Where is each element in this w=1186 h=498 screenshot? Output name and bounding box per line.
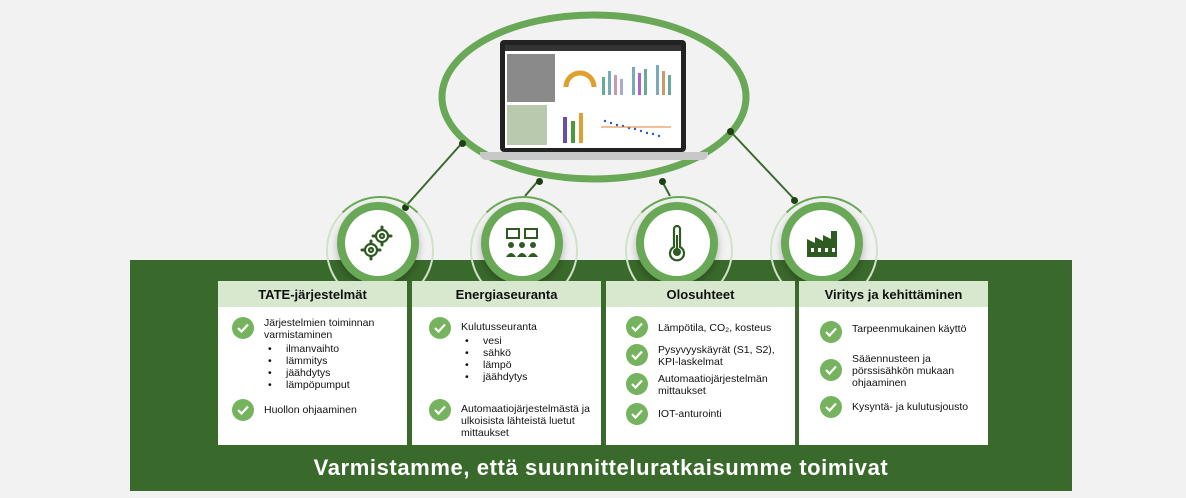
item-text: Kysyntä- ja kulutusjousto: [852, 401, 969, 413]
check-icon: [429, 317, 451, 339]
connector-dot-1: [459, 140, 466, 147]
circle-badge-4: [781, 202, 863, 284]
sub-item: ilmanvaihto: [264, 343, 400, 355]
list-item: Järjestelmien toiminnan varmistaminen il…: [232, 317, 400, 391]
connector-dot-2: [536, 178, 543, 185]
card-tate: TATE-järjestelmät Järjestelmien toiminna…: [218, 281, 407, 445]
check-icon: [429, 399, 451, 421]
card-energiaseuranta: Energiaseuranta Kulutusseuranta vesi säh…: [412, 281, 601, 445]
list-item: Pysyvyyskäyrät (S1, S2), KPI-laskelmat: [626, 344, 792, 368]
check-icon: [820, 396, 842, 418]
check-icon: [820, 359, 842, 381]
item-text: IOT-anturointi: [658, 408, 722, 420]
dashboard-ellipse: [438, 11, 750, 183]
circle-arc-1: [326, 196, 434, 304]
check-icon: [820, 321, 842, 343]
list-item: Tarpeenmukainen käyttö: [820, 321, 984, 343]
list-item: Automaatiojärjestelmästä ja ulkoisista l…: [429, 399, 597, 439]
item-text: Huollon ohjaaminen: [264, 404, 357, 416]
item-text: Automaatiojärjestelmästä ja ulkoisista l…: [461, 403, 590, 439]
check-icon: [626, 316, 648, 338]
item-text: Tarpeenmukainen käyttö: [852, 323, 967, 335]
sub-item: sähkö: [461, 347, 537, 359]
card-title: Viritys ja kehittäminen: [799, 281, 988, 307]
item-text: Lämpötila, CO₂, kosteus: [658, 322, 772, 334]
gears-icon: [360, 225, 393, 261]
sub-item: vesi: [461, 335, 537, 347]
connector-line-2: [524, 180, 539, 197]
list-item: Kysyntä- ja kulutusjousto: [820, 396, 984, 418]
sub-item: jäähdytys: [264, 367, 400, 379]
check-icon: [626, 373, 648, 395]
circle-arc-4: [770, 196, 878, 304]
list-item: Kulutusseuranta vesi sähkö lämpö jäähdyt…: [429, 317, 597, 383]
item-text: Pysyvyyskäyrät (S1, S2), KPI-laskelmat: [658, 344, 775, 368]
card-title: Energiaseuranta: [412, 281, 601, 307]
card-title: Olosuhteet: [606, 281, 795, 307]
laptop-base: [480, 152, 708, 160]
footer-title: Varmistamme, että suunnitteluratkaisumme…: [313, 455, 889, 480]
circle-badge-3: [636, 202, 718, 284]
people-screens-icon: [506, 228, 538, 257]
list-item: Lämpötila, CO₂, kosteus: [626, 316, 792, 338]
connector-line-4: [729, 130, 796, 201]
item-text: Järjestelmien toiminnan varmistaminen: [264, 317, 375, 341]
card-olosuhteet: Olosuhteet Lämpötila, CO₂, kosteus Pysyv…: [606, 281, 795, 445]
connector-dot-4: [727, 128, 734, 135]
check-icon: [626, 403, 648, 425]
sub-item: lämpöpumput: [264, 379, 400, 391]
item-text: Sääennusteen ja pörssisähkön mukaan ohja…: [852, 353, 955, 389]
list-item: Automaatiojärjestelmän mittaukset: [626, 373, 792, 397]
item-text: Kulutusseuranta: [461, 321, 537, 333]
sub-item: lämmitys: [264, 355, 400, 367]
circle-arc-2: [470, 196, 578, 304]
list-item: IOT-anturointi: [626, 403, 792, 425]
connector-dot-6: [791, 197, 798, 204]
check-icon: [232, 317, 254, 339]
circle-badge-1: [337, 202, 419, 284]
factory-icon: [807, 231, 837, 257]
sub-item: lämpö: [461, 359, 537, 371]
list-item: Huollon ohjaaminen: [232, 399, 400, 421]
thermometer-icon: [668, 224, 686, 262]
circle-badge-2: [481, 202, 563, 284]
connector-dot-3: [659, 178, 666, 185]
sub-item: jäähdytys: [461, 371, 537, 383]
check-icon: [232, 399, 254, 421]
check-icon: [626, 344, 648, 366]
connector-line-1: [404, 142, 463, 208]
laptop-dashboard-image: [500, 40, 686, 152]
circle-arc-3: [625, 196, 733, 304]
item-text: Automaatiojärjestelmän mittaukset: [658, 373, 768, 397]
card-title: TATE-järjestelmät: [218, 281, 407, 307]
list-item: Sääennusteen ja pörssisähkön mukaan ohja…: [820, 353, 984, 389]
card-viritys: Viritys ja kehittäminen Tarpeenmukainen …: [799, 281, 988, 445]
